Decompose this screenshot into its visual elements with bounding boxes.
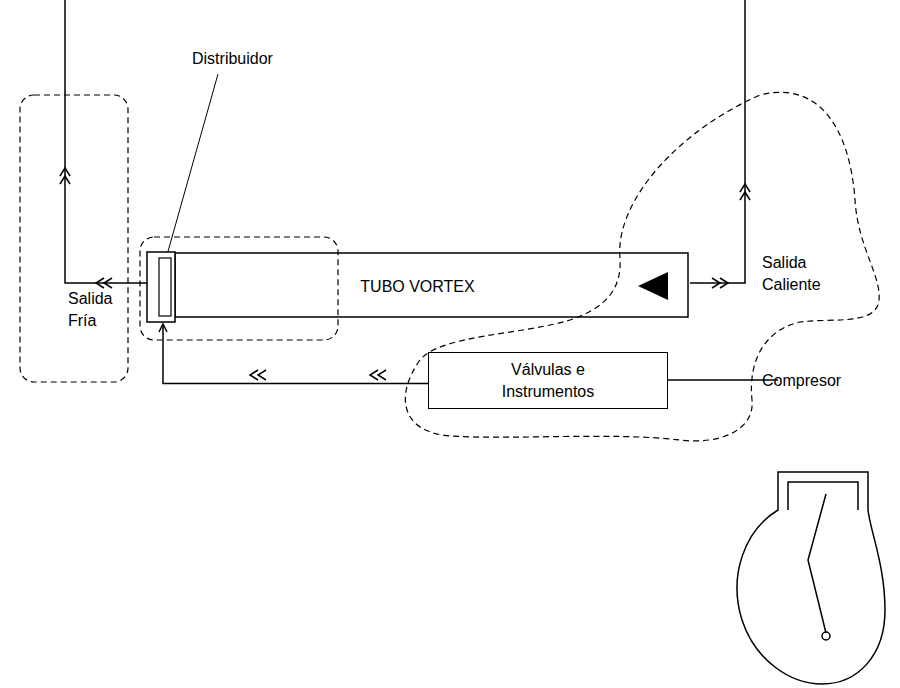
dashed-region	[405, 92, 879, 441]
flow-chevron	[370, 370, 386, 380]
node-text: Válvulas e Instrumentos	[473, 359, 623, 402]
node-text: TUBO VORTEX	[360, 276, 474, 298]
flow-chevron	[96, 278, 112, 288]
hot-valve-cone	[638, 272, 668, 300]
outlet-label: Salida Caliente	[762, 252, 842, 295]
flow-chevron	[712, 278, 728, 288]
compressor-pipe	[668, 379, 778, 381]
leader-line	[165, 74, 218, 262]
compressor-crankcase	[737, 482, 885, 684]
cold-outlet-pipe	[65, 0, 147, 283]
flow-chevron	[60, 168, 70, 184]
hot-outlet-pipe	[690, 0, 745, 283]
crank-pin	[822, 632, 830, 640]
distributor-insert	[159, 258, 171, 316]
outlet-label: Salida Fría	[68, 288, 120, 331]
instrument-box: Válvulas e Instrumentos	[428, 352, 668, 409]
vortex-tube: TUBO VORTEX	[145, 250, 690, 324]
air-supply-line	[163, 324, 428, 384]
part-label: Compresor	[762, 370, 872, 392]
part-label: Distribuidor	[192, 48, 302, 70]
distributor	[147, 252, 175, 322]
flow-chevron	[250, 370, 266, 380]
tube-body	[175, 253, 688, 317]
connecting-rod	[808, 494, 826, 633]
dashed-region	[20, 95, 128, 382]
flow-chevron	[740, 184, 750, 200]
